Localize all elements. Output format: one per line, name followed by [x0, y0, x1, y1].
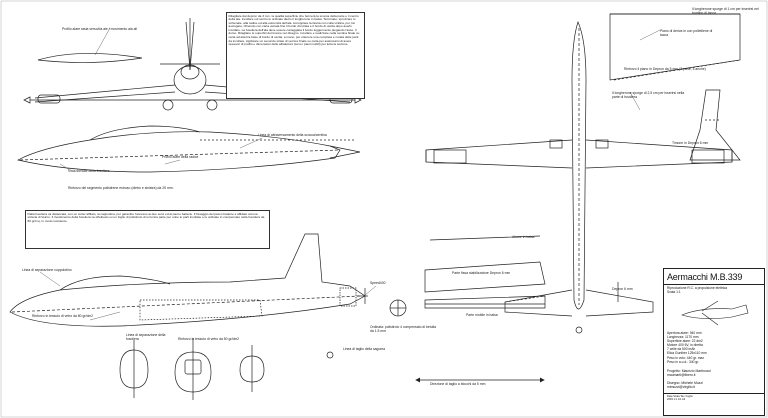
construction-note-fuselage: Dalla fusoliera va distaccata, con un cu… — [25, 210, 270, 249]
spec-peso-aud: Peso in a.u.d.: 340 gr. — [667, 359, 700, 364]
label-timone: Timone in Depron 6 mm — [672, 141, 709, 145]
tail-parts — [424, 13, 741, 309]
label-airone: Airone in balsa — [512, 235, 535, 239]
aircraft-thumbnail-icon — [681, 300, 749, 326]
label-rinforzo-cartone: Rinforzo in tessuto di vetro da 80 gr/dm… — [32, 314, 94, 318]
construction-note-wing: Ritagliare dal depron da 3 mm. la qualit… — [226, 12, 365, 99]
label-servo: Speed400 — [370, 281, 386, 285]
label-ordinata: Ordinata: polistirolo 4 compensato di be… — [370, 325, 436, 333]
label-separazione-low: Linea di separazione della fusoliera — [126, 333, 166, 341]
credits-progetto: Progetto: Maurizio Martinucci maumarti@l… — [667, 369, 761, 377]
spec-lunghezza: Lunghezza: 1170 mm — [667, 335, 699, 340]
drawing-title: Aermacchi M.B.339 — [667, 272, 743, 282]
subtitle-text: Riproduzione R.C. a propulsione elettric… — [667, 286, 728, 290]
label-piano-deriva: Piano di deriva in con polietilene di ta… — [660, 29, 713, 37]
label-depron: Depron 6 mm — [612, 287, 633, 291]
spec-celle: 7 celle da 500 mAh — [667, 347, 696, 352]
label-parte-mobile: Parte mobile in balsa — [466, 313, 498, 317]
table-row: 2003 1:1 1/1 A3 — [667, 398, 686, 401]
progetto-label: Progetto: Maurizio Martinucci — [667, 369, 711, 373]
spec-superficie: Superficie alare: 22 dm2 — [667, 339, 703, 344]
fuselage-side-profile — [9, 233, 368, 327]
label-direzione-tile: Direzione di taglio a blocchi da 5 mm — [430, 382, 486, 386]
drawing-subtitle: Riproduzione R.C. a propulsione elettric… — [667, 286, 761, 295]
label-profilo-dorso: Profilo alare della radice — [162, 155, 199, 159]
table-divider — [664, 393, 764, 394]
label-vista-dorso: Vista dorsale della fusoliera — [68, 169, 110, 173]
fuselage-side-view-top — [17, 125, 361, 173]
spec-peso-volo: Peso in volo: 440 gr. max — [667, 355, 705, 360]
title-divider — [664, 284, 764, 285]
spec-apertura: Apertura alare: 940 mm — [667, 331, 702, 335]
spec-list: Apertura alare: 940 mm Lunghezza: 1170 m… — [667, 331, 761, 364]
spec-motore: Motore 400 6V, in diretta — [667, 343, 703, 348]
title-block: Aermacchi M.B.339 Riproduzione R.C. a pr… — [663, 268, 765, 416]
spec-elica: Elica Gunther 125x110 mm — [667, 351, 707, 356]
credits-disegno: Disegno: Michele Muzzi mimuzzi@virgilio.… — [667, 381, 761, 389]
progetto-email: maumarti@libero.it — [667, 373, 696, 378]
dimension-line — [415, 377, 545, 383]
label-longherone-top: Il longherone sporge di 1 cm per inserir… — [692, 7, 759, 15]
label-longherone-mid: Il longherone sporge di 2,5 cm per inser… — [612, 91, 685, 99]
label-attraversamento: Linea di attraversamento della scocca/ce… — [258, 133, 327, 137]
disegno-label: Disegno: Michele Muzzi — [667, 381, 703, 385]
label-wing-profile: Profilo alare rasia verso/da ale / movim… — [62, 27, 138, 31]
label-rinforzo-legno: Rinforzo del segmento polistirene estrus… — [68, 186, 174, 190]
former-sections — [119, 299, 407, 400]
label-separazione-top: Linea di separazione cuppolotino — [22, 268, 72, 272]
label-rinforzo-tessuto: Rinforzo in tessuto di vetro da 50 gr/dm… — [178, 337, 240, 341]
label-ordinata-sagoma: Linea di taglio della sagoma — [343, 347, 386, 351]
top-view — [425, 21, 733, 334]
leader-lines — [39, 27, 661, 321]
revision-table: Data Scala Tav. Foglio 2003 1:1 1/1 A3 — [667, 395, 693, 401]
disegno-email: mimuzzi@virgilio.it — [667, 385, 696, 390]
label-parte-fissa: Parte fissa stabilizzatore Depron 6 mm — [452, 271, 511, 275]
scale-text: Scala 1:1 — [667, 289, 681, 294]
label-rinforzo-piani: Rinforzo il piano in Depron da 5 mm (2 p… — [624, 67, 706, 71]
wing-profile-section — [37, 53, 143, 63]
table-row: Data Scala Tav. Foglio — [667, 395, 693, 398]
